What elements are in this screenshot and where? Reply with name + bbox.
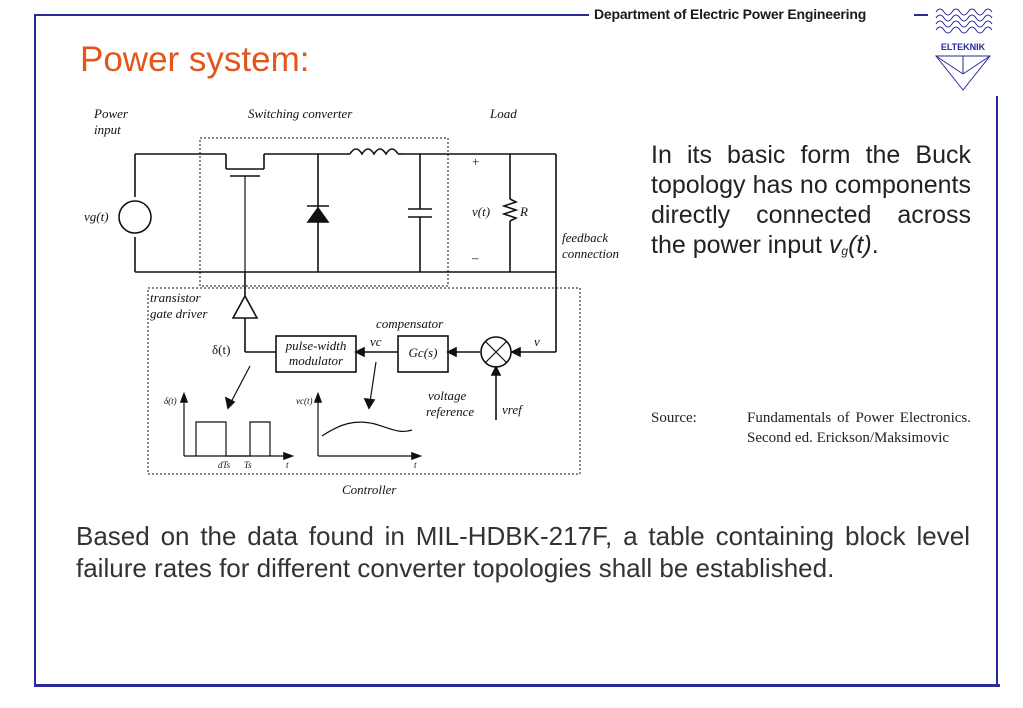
- label-compensator: compensator: [376, 316, 444, 331]
- department-name: Department of Electric Power Engineering: [594, 6, 867, 22]
- label-v: v: [534, 334, 540, 349]
- label-input: input: [94, 122, 121, 137]
- label-power: Power: [93, 106, 129, 121]
- plot1-ts-label: Ts: [244, 460, 252, 470]
- controller-box: [147, 287, 581, 475]
- buck-converter-diagram: Power input Switching converter Load vg(…: [84, 106, 619, 497]
- label-feedback: feedback: [562, 230, 608, 245]
- label-reference: reference: [426, 404, 474, 419]
- source-citation: Source: Fundamentals of Power Electronic…: [651, 408, 971, 448]
- plot1-dts-label: dTs: [218, 460, 231, 470]
- description-period: .: [871, 231, 879, 259]
- frame-top-line-right: [914, 14, 928, 16]
- label-connection: connection: [562, 246, 619, 261]
- plot2-y-label: vc(t): [296, 396, 312, 406]
- label-transistor: transistor: [150, 290, 202, 305]
- label-load: Load: [489, 106, 517, 121]
- label-gate-driver: gate driver: [150, 306, 208, 321]
- label-vref: vref: [502, 402, 524, 417]
- frame-top-line: [34, 14, 589, 16]
- elteknik-logo: ELTEKNIK: [934, 8, 993, 91]
- frame-left-line: [34, 14, 36, 686]
- logo-text: ELTEKNIK: [941, 42, 986, 52]
- label-resistor: R: [519, 204, 528, 219]
- variable-v: v: [828, 231, 842, 259]
- label-pwm-2: modulator: [289, 353, 344, 368]
- label-vc: vc: [370, 334, 382, 349]
- plot1-t-label: t: [286, 460, 289, 470]
- source-label: Source:: [651, 410, 697, 426]
- source-text: Fundamentals of Power Electronics. Secon…: [747, 410, 971, 446]
- variable-t: (t): [848, 231, 872, 259]
- frame-bottom-line: [34, 684, 1000, 687]
- label-minus: –: [471, 250, 479, 265]
- variable-subscript: g: [841, 244, 849, 258]
- switching-converter-box: [199, 137, 449, 287]
- description-text: In its basic form the Buck topology has …: [651, 141, 971, 259]
- description-paragraph: In its basic form the Buck topology has …: [651, 140, 971, 266]
- frame-right-line: [996, 96, 998, 686]
- label-voltage: voltage: [428, 388, 466, 403]
- plot1-y-label: δ(t): [164, 396, 177, 406]
- label-pwm-1: pulse-width: [285, 338, 347, 353]
- label-source: vg(t): [84, 209, 109, 224]
- label-plus: +: [472, 154, 479, 169]
- label-switching-converter: Switching converter: [248, 106, 353, 121]
- body-paragraph: Based on the data found in MIL-HDBK-217F…: [76, 521, 970, 583]
- label-controller: Controller: [342, 482, 397, 497]
- label-gc: Gc(s): [409, 345, 438, 360]
- label-vt: v(t): [472, 204, 490, 219]
- label-delta: δ(t): [212, 342, 230, 357]
- page-title: Power system:: [80, 40, 310, 79]
- plot2-t-label: t: [414, 460, 417, 470]
